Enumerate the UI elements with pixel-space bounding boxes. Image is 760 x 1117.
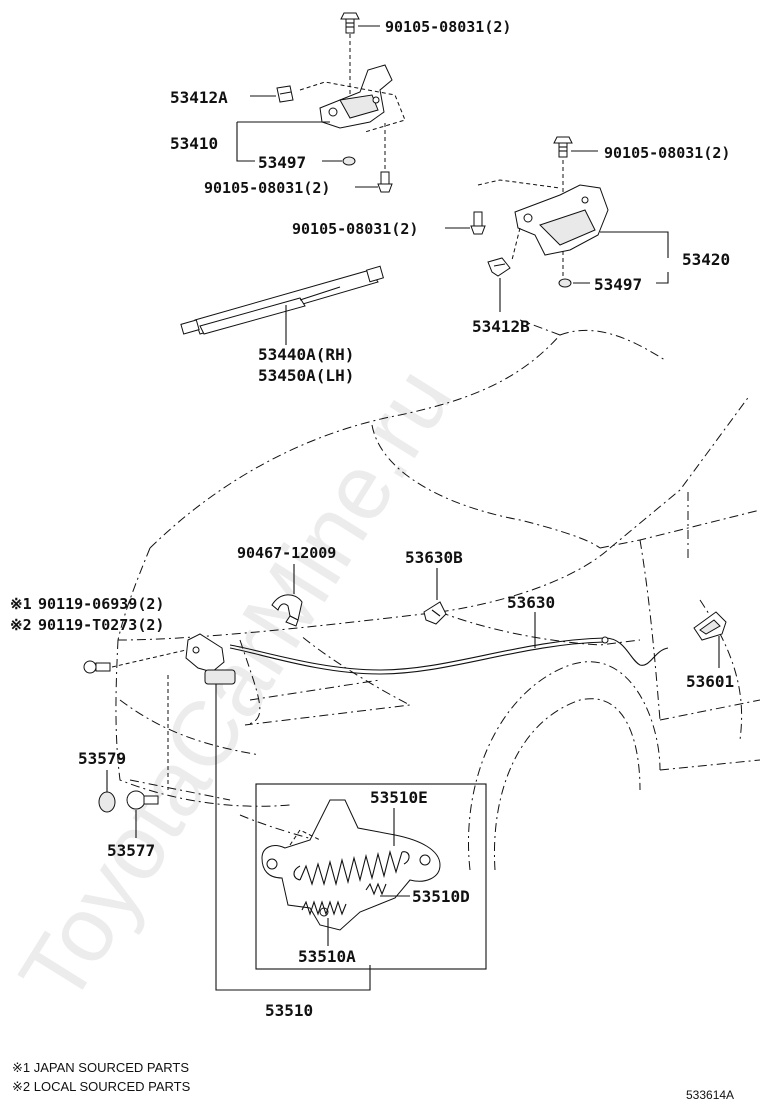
label-clamp: 90467-12009 bbox=[237, 544, 336, 562]
label-bolt-rh-side: 90105-08031(2) bbox=[292, 220, 418, 238]
label-bolt-rh-top: 90105-08031(2) bbox=[604, 144, 730, 162]
diagram-id: 533614A bbox=[686, 1088, 734, 1102]
label-clip-53412a: 53412A bbox=[170, 88, 228, 107]
label-cable: 53630 bbox=[507, 593, 555, 612]
cushion-icon bbox=[98, 791, 116, 813]
lever-icon bbox=[693, 611, 727, 641]
mark-1: ※1 bbox=[10, 595, 32, 613]
hood-lock-area bbox=[83, 564, 727, 991]
bolt-icon bbox=[470, 211, 486, 235]
watermark: ToyotaCarMine.ru bbox=[0, 351, 471, 1021]
label-hinge-rh: 53420 bbox=[682, 250, 730, 269]
clip-icon bbox=[276, 85, 294, 103]
lock-body-icon bbox=[185, 633, 236, 685]
label-lock-bolt-1: 90119-06939(2) bbox=[38, 595, 164, 613]
footnote-local: ※2 LOCAL SOURCED PARTS bbox=[12, 1079, 191, 1094]
label-clip-53412b: 53412B bbox=[472, 317, 530, 336]
label-strut-rh: 53440A(RH) bbox=[258, 345, 354, 364]
part-labels: 90105-08031(2) 53412A 53410 53497 90105-… bbox=[10, 18, 734, 1020]
stopper-icon bbox=[126, 790, 159, 810]
footnotes: ※1 JAPAN SOURCED PARTS ※2 LOCAL SOURCED … bbox=[12, 1060, 734, 1102]
hood-strut-part bbox=[180, 265, 385, 335]
footnote-japan: ※1 JAPAN SOURCED PARTS bbox=[12, 1060, 189, 1075]
bolt-icon bbox=[553, 136, 573, 158]
label-cable-clip: 53630B bbox=[405, 548, 463, 567]
label-lever: 53601 bbox=[686, 672, 734, 691]
label-strut-lh: 53450A(LH) bbox=[258, 366, 354, 385]
label-bolt-top: 90105-08031(2) bbox=[385, 18, 511, 36]
hinge-rh-group bbox=[445, 136, 669, 312]
label-cushion: 53579 bbox=[78, 749, 126, 768]
hinge-lh-group bbox=[236, 12, 406, 193]
washer-icon bbox=[558, 278, 572, 288]
label-lock-sub-a: 53510A bbox=[298, 947, 356, 966]
label-lock-assy: 53510 bbox=[265, 1001, 313, 1020]
label-washer-lh: 53497 bbox=[258, 153, 306, 172]
label-hinge-lh: 53410 bbox=[170, 134, 218, 153]
label-stopper: 53577 bbox=[107, 841, 155, 860]
clip-icon bbox=[423, 601, 447, 625]
mark-2: ※2 bbox=[10, 616, 32, 634]
bolt-icon bbox=[377, 171, 393, 193]
label-bolt-lh-lower: 90105-08031(2) bbox=[204, 179, 330, 197]
detail-frame bbox=[255, 783, 487, 970]
clamp-icon bbox=[271, 594, 303, 627]
bolt-icon bbox=[83, 660, 111, 674]
lock-detail-box bbox=[255, 783, 487, 970]
bolt-icon bbox=[340, 12, 360, 34]
clip-icon bbox=[487, 257, 511, 277]
hinge-rh-part bbox=[514, 184, 609, 256]
hinge-lh-part bbox=[319, 64, 393, 129]
washer-icon bbox=[342, 156, 356, 166]
label-lock-bolt-2: 90119-T0273(2) bbox=[38, 616, 164, 634]
label-washer-rh: 53497 bbox=[594, 275, 642, 294]
label-lock-sub-d: 53510D bbox=[412, 887, 470, 906]
label-lock-sub-e: 53510E bbox=[370, 788, 428, 807]
